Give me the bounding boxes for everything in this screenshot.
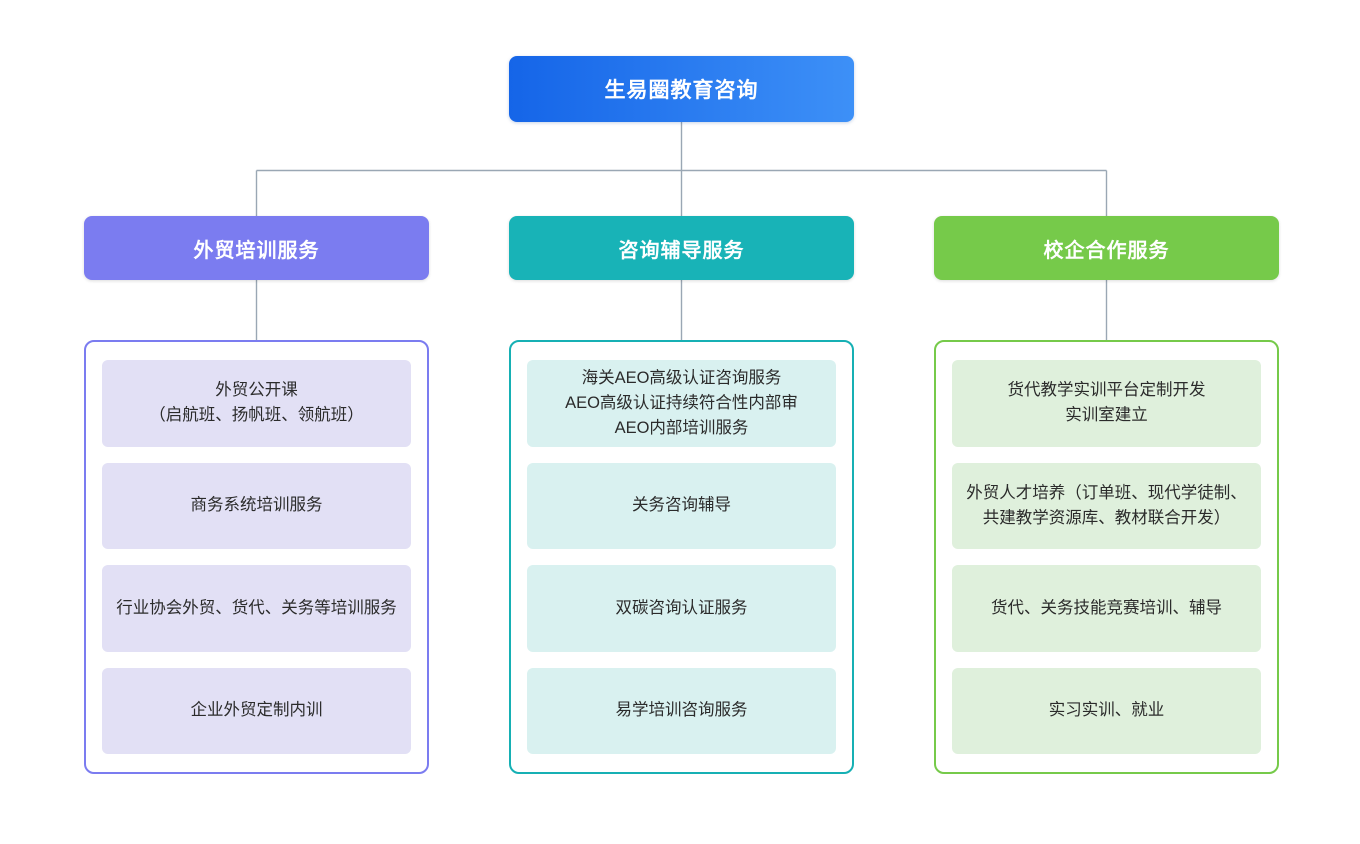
column-body-1: 海关AEO高级认证咨询服务 AEO高级认证持续符合性内部审 AEO内部培训服务 … [509, 340, 854, 774]
column-header-1-label: 咨询辅导服务 [618, 239, 745, 262]
list-item[interactable]: 易学培训咨询服务 [527, 667, 836, 754]
list-item[interactable]: 企业外贸定制内训 [102, 667, 411, 754]
list-item-label: 关务咨询辅导 [632, 496, 731, 515]
list-item[interactable]: 货代教学实训平台定制开发 实训室建立 [952, 360, 1261, 447]
root-node-label: 生易圈教育咨询 [604, 79, 759, 102]
list-item-label: 外贸人才培养（订单班、现代学徒制、共建教学资源库、教材联合开发） [966, 483, 1247, 527]
column-school-enterprise-cooperation: 校企合作服务 货代教学实训平台定制开发 实训室建立 外贸人才培养（订单班、现代学… [934, 216, 1279, 774]
list-item-label: 易学培训咨询服务 [615, 701, 748, 720]
list-item-label: 行业协会外贸、货代、关务等培训服务 [116, 598, 397, 617]
list-item[interactable]: 双碳咨询认证服务 [527, 565, 836, 652]
column-header-0-label: 外贸培训服务 [193, 239, 320, 262]
column-consulting-tutoring: 咨询辅导服务 海关AEO高级认证咨询服务 AEO高级认证持续符合性内部审 AEO… [509, 216, 854, 774]
list-item-label: 实习实训、就业 [1048, 701, 1165, 720]
column-foreign-trade-training: 外贸培训服务 外贸公开课 （启航班、扬帆班、领航班） 商务系统培训服务 行业协会… [84, 216, 429, 774]
column-header-2[interactable]: 校企合作服务 [934, 216, 1279, 280]
list-item[interactable]: 商务系统培训服务 [102, 462, 411, 549]
list-item[interactable]: 海关AEO高级认证咨询服务 AEO高级认证持续符合性内部审 AEO内部培训服务 [527, 360, 836, 447]
column-header-1[interactable]: 咨询辅导服务 [509, 216, 854, 280]
list-item-label: 货代教学实训平台定制开发 实训室建立 [1007, 381, 1206, 425]
root-node[interactable]: 生易圈教育咨询 [509, 56, 854, 122]
list-item[interactable]: 行业协会外贸、货代、关务等培训服务 [102, 565, 411, 652]
list-item[interactable]: 关务咨询辅导 [527, 462, 836, 549]
list-item[interactable]: 外贸公开课 （启航班、扬帆班、领航班） [102, 360, 411, 447]
column-header-0[interactable]: 外贸培训服务 [84, 216, 429, 280]
list-item-label: 商务系统培训服务 [190, 496, 323, 515]
list-item[interactable]: 货代、关务技能竞赛培训、辅导 [952, 565, 1261, 652]
column-body-2: 货代教学实训平台定制开发 实训室建立 外贸人才培养（订单班、现代学徒制、共建教学… [934, 340, 1279, 774]
list-item-label: 外贸公开课 （启航班、扬帆班、领航班） [149, 381, 364, 425]
list-item[interactable]: 外贸人才培养（订单班、现代学徒制、共建教学资源库、教材联合开发） [952, 462, 1261, 549]
list-item[interactable]: 实习实训、就业 [952, 667, 1261, 754]
list-item-label: 双碳咨询认证服务 [615, 598, 748, 617]
list-item-label: 海关AEO高级认证咨询服务 AEO高级认证持续符合性内部审 AEO内部培训服务 [565, 368, 798, 437]
list-item-label: 货代、关务技能竞赛培训、辅导 [991, 598, 1222, 617]
list-item-label: 企业外贸定制内训 [190, 701, 323, 720]
column-header-2-label: 校企合作服务 [1043, 239, 1170, 262]
column-body-0: 外贸公开课 （启航班、扬帆班、领航班） 商务系统培训服务 行业协会外贸、货代、关… [84, 340, 429, 774]
